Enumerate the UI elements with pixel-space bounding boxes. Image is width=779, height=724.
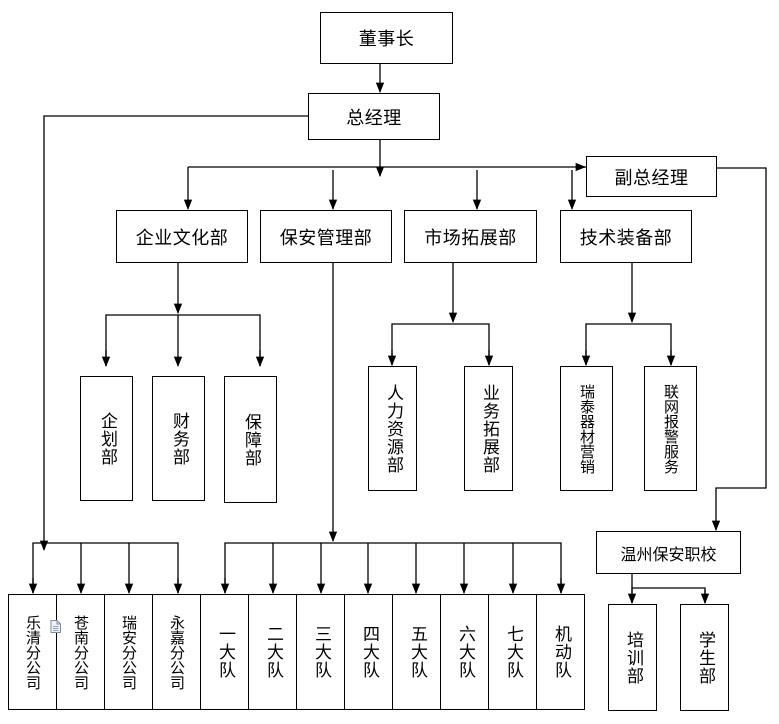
mobile-team-box: 机动队: [536, 594, 585, 710]
alarm-service-box: 联网报警服务: [644, 366, 697, 491]
business-dept-box: 业务拓展部: [464, 366, 513, 491]
connector-arrow: [711, 167, 767, 532]
tech-equipment-dept-box: 技术装备部: [560, 210, 692, 263]
student-dept-box: 学生部: [680, 604, 729, 711]
market-dept-box: 市场拓展部: [404, 210, 537, 263]
team-3-box: 三大队: [296, 594, 345, 710]
connector-line: [32, 542, 179, 593]
hr-dept-box: 人力资源部: [368, 366, 417, 491]
connector-line: [631, 587, 706, 603]
team-1-box: 一大队: [200, 594, 249, 710]
culture-dept-box: 企业文化部: [116, 210, 248, 263]
equipment-sales-box: 瑞泰器材营销: [560, 366, 613, 491]
finance-dept-box: 财务部: [152, 376, 205, 501]
connector-arrow: [39, 115, 308, 552]
branch-ruian-box: 瑞安分公司: [104, 594, 153, 710]
team-2-box: 二大队: [248, 594, 297, 710]
vice-general-manager-box: 副总经理: [586, 156, 717, 197]
connector-line: [105, 314, 261, 366]
guarantee-dept-box: 保障部: [224, 376, 277, 503]
team-4-box: 四大队: [344, 594, 393, 710]
team-5-box: 五大队: [392, 594, 441, 710]
team-7-box: 七大队: [488, 594, 537, 710]
training-dept-box: 培训部: [608, 604, 657, 711]
connector-line: [391, 323, 490, 365]
connector-line: [224, 542, 562, 593]
branch-cangnan-box: 苍南分公司: [56, 594, 105, 710]
branch-yueqing-box: 乐清分公司: [8, 594, 57, 710]
connector-line: [585, 323, 672, 365]
team-6-box: 六大队: [440, 594, 489, 710]
general-manager-box: 总经理: [308, 93, 440, 140]
document-icon: [50, 620, 61, 633]
security-management-dept-box: 保安管理部: [260, 210, 392, 263]
school-box: 温州保安职校: [596, 531, 741, 574]
planning-dept-box: 企划部: [80, 376, 133, 501]
branch-yongjia-box: 永嘉分公司: [152, 594, 201, 710]
chairman-box: 董事长: [320, 12, 453, 64]
